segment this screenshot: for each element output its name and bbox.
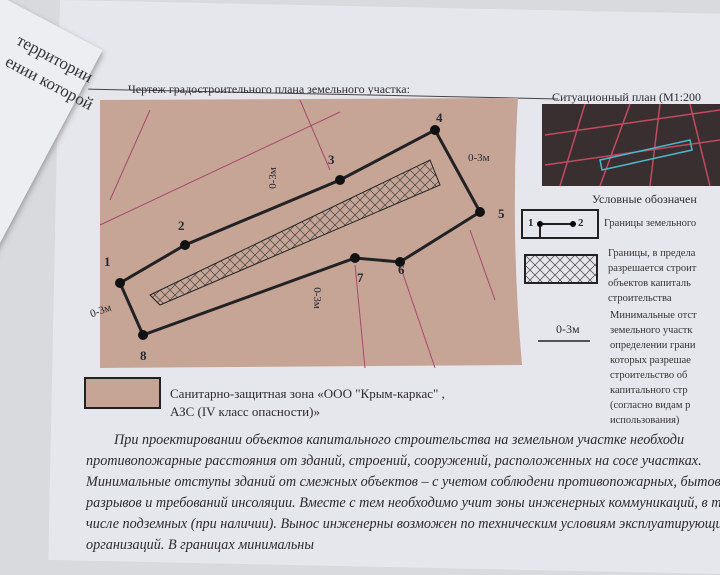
point-label: 6 xyxy=(398,262,405,277)
legend-hatch-box xyxy=(524,254,598,284)
sanitary-zone-swatch xyxy=(84,377,161,409)
legend-title: Условные обозначен xyxy=(592,192,697,206)
site-drawing xyxy=(84,98,720,409)
sanitary-zone-label: Санитарно-защитная зона «ООО "Крым-карка… xyxy=(170,386,445,419)
legend-symbol-label: 1 xyxy=(528,217,534,229)
legend-boundary-box xyxy=(521,209,599,239)
offset-label: 0-3м xyxy=(468,152,490,164)
parcel-points xyxy=(115,125,485,340)
legend-offset-symbol-label: 0-3м xyxy=(556,322,580,336)
offset-label: 0-3м xyxy=(266,167,279,189)
situation-parcel xyxy=(599,139,693,171)
offset-label: 0-3м xyxy=(310,287,323,309)
point-label: 2 xyxy=(178,218,185,233)
point-label: 5 xyxy=(498,206,505,221)
cadastral-lines xyxy=(99,99,496,369)
point-label: 8 xyxy=(140,348,147,363)
legend-symbol-label: 2 xyxy=(578,217,584,229)
situation-red-lines xyxy=(544,103,720,187)
drawing-title: Чертеж градостроительного плана земельно… xyxy=(128,82,410,96)
buildable-zone xyxy=(149,159,441,306)
legend-boundary-label: Границы земельного xyxy=(604,218,697,229)
situation-plan-title: Ситуационный план (М1:200 xyxy=(552,90,702,104)
point-label: 3 xyxy=(328,152,335,167)
point-label: 4 xyxy=(436,110,443,125)
body-paragraph: При проектировании объектов капитального… xyxy=(86,432,720,553)
point-label: 1 xyxy=(104,254,111,269)
point-label: 7 xyxy=(357,270,364,285)
